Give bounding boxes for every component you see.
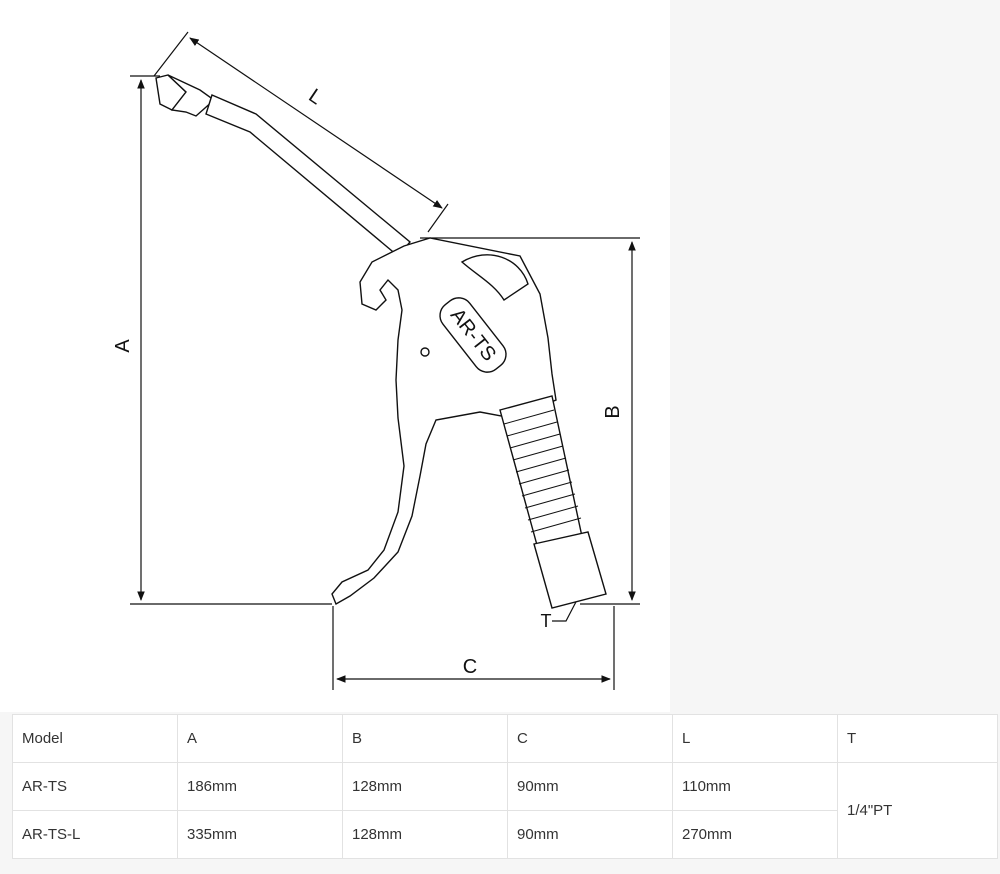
table-header-cell: L <box>672 714 838 763</box>
table-cell-b: 128mm <box>342 762 508 811</box>
technical-drawing: AR-TS A B C L T <box>112 31 640 690</box>
blow-gun-outline <box>155 74 607 609</box>
table-header-cell: Model <box>12 714 178 763</box>
dimension-label-c: C <box>463 656 477 678</box>
table-row: AR-TS 186mm 128mm 90mm 110mm 1/4"PT <box>12 762 998 859</box>
table-cell-model: AR-TS-L <box>12 810 178 859</box>
table-header-row: Model A B C L T <box>12 714 998 763</box>
table-cell-l: 110mm <box>672 762 838 811</box>
blow-gun-diagram: AR-TS A B C L T <box>112 31 640 690</box>
table-header-cell: T <box>837 714 998 763</box>
table-cell-c: 90mm <box>507 762 673 811</box>
table-header-cell: A <box>177 714 343 763</box>
table-header-cell: B <box>342 714 508 763</box>
table-cell-model: AR-TS <box>12 762 178 811</box>
table-cell-a: 186mm <box>177 762 343 811</box>
dimension-label-a: A <box>112 339 134 353</box>
table-cell-b: 128mm <box>342 810 508 859</box>
table-header-cell: C <box>507 714 673 763</box>
dimension-label-l: L <box>305 85 327 109</box>
dimension-lines <box>130 31 640 690</box>
table-cell-t: 1/4"PT <box>837 762 998 859</box>
sleeve-ribs <box>503 409 582 533</box>
specification-table: Model A B C L T AR-TS 186mm 128mm 90mm 1… <box>12 714 998 859</box>
table-row: AR-TS-L 335mm 128mm 90mm 270mm <box>12 810 998 859</box>
dimension-label-b: B <box>602 405 624 418</box>
dimension-label-t: T <box>541 611 552 631</box>
table-cell-a: 335mm <box>177 810 343 859</box>
table-cell-l: 270mm <box>672 810 838 859</box>
table-cell-c: 90mm <box>507 810 673 859</box>
